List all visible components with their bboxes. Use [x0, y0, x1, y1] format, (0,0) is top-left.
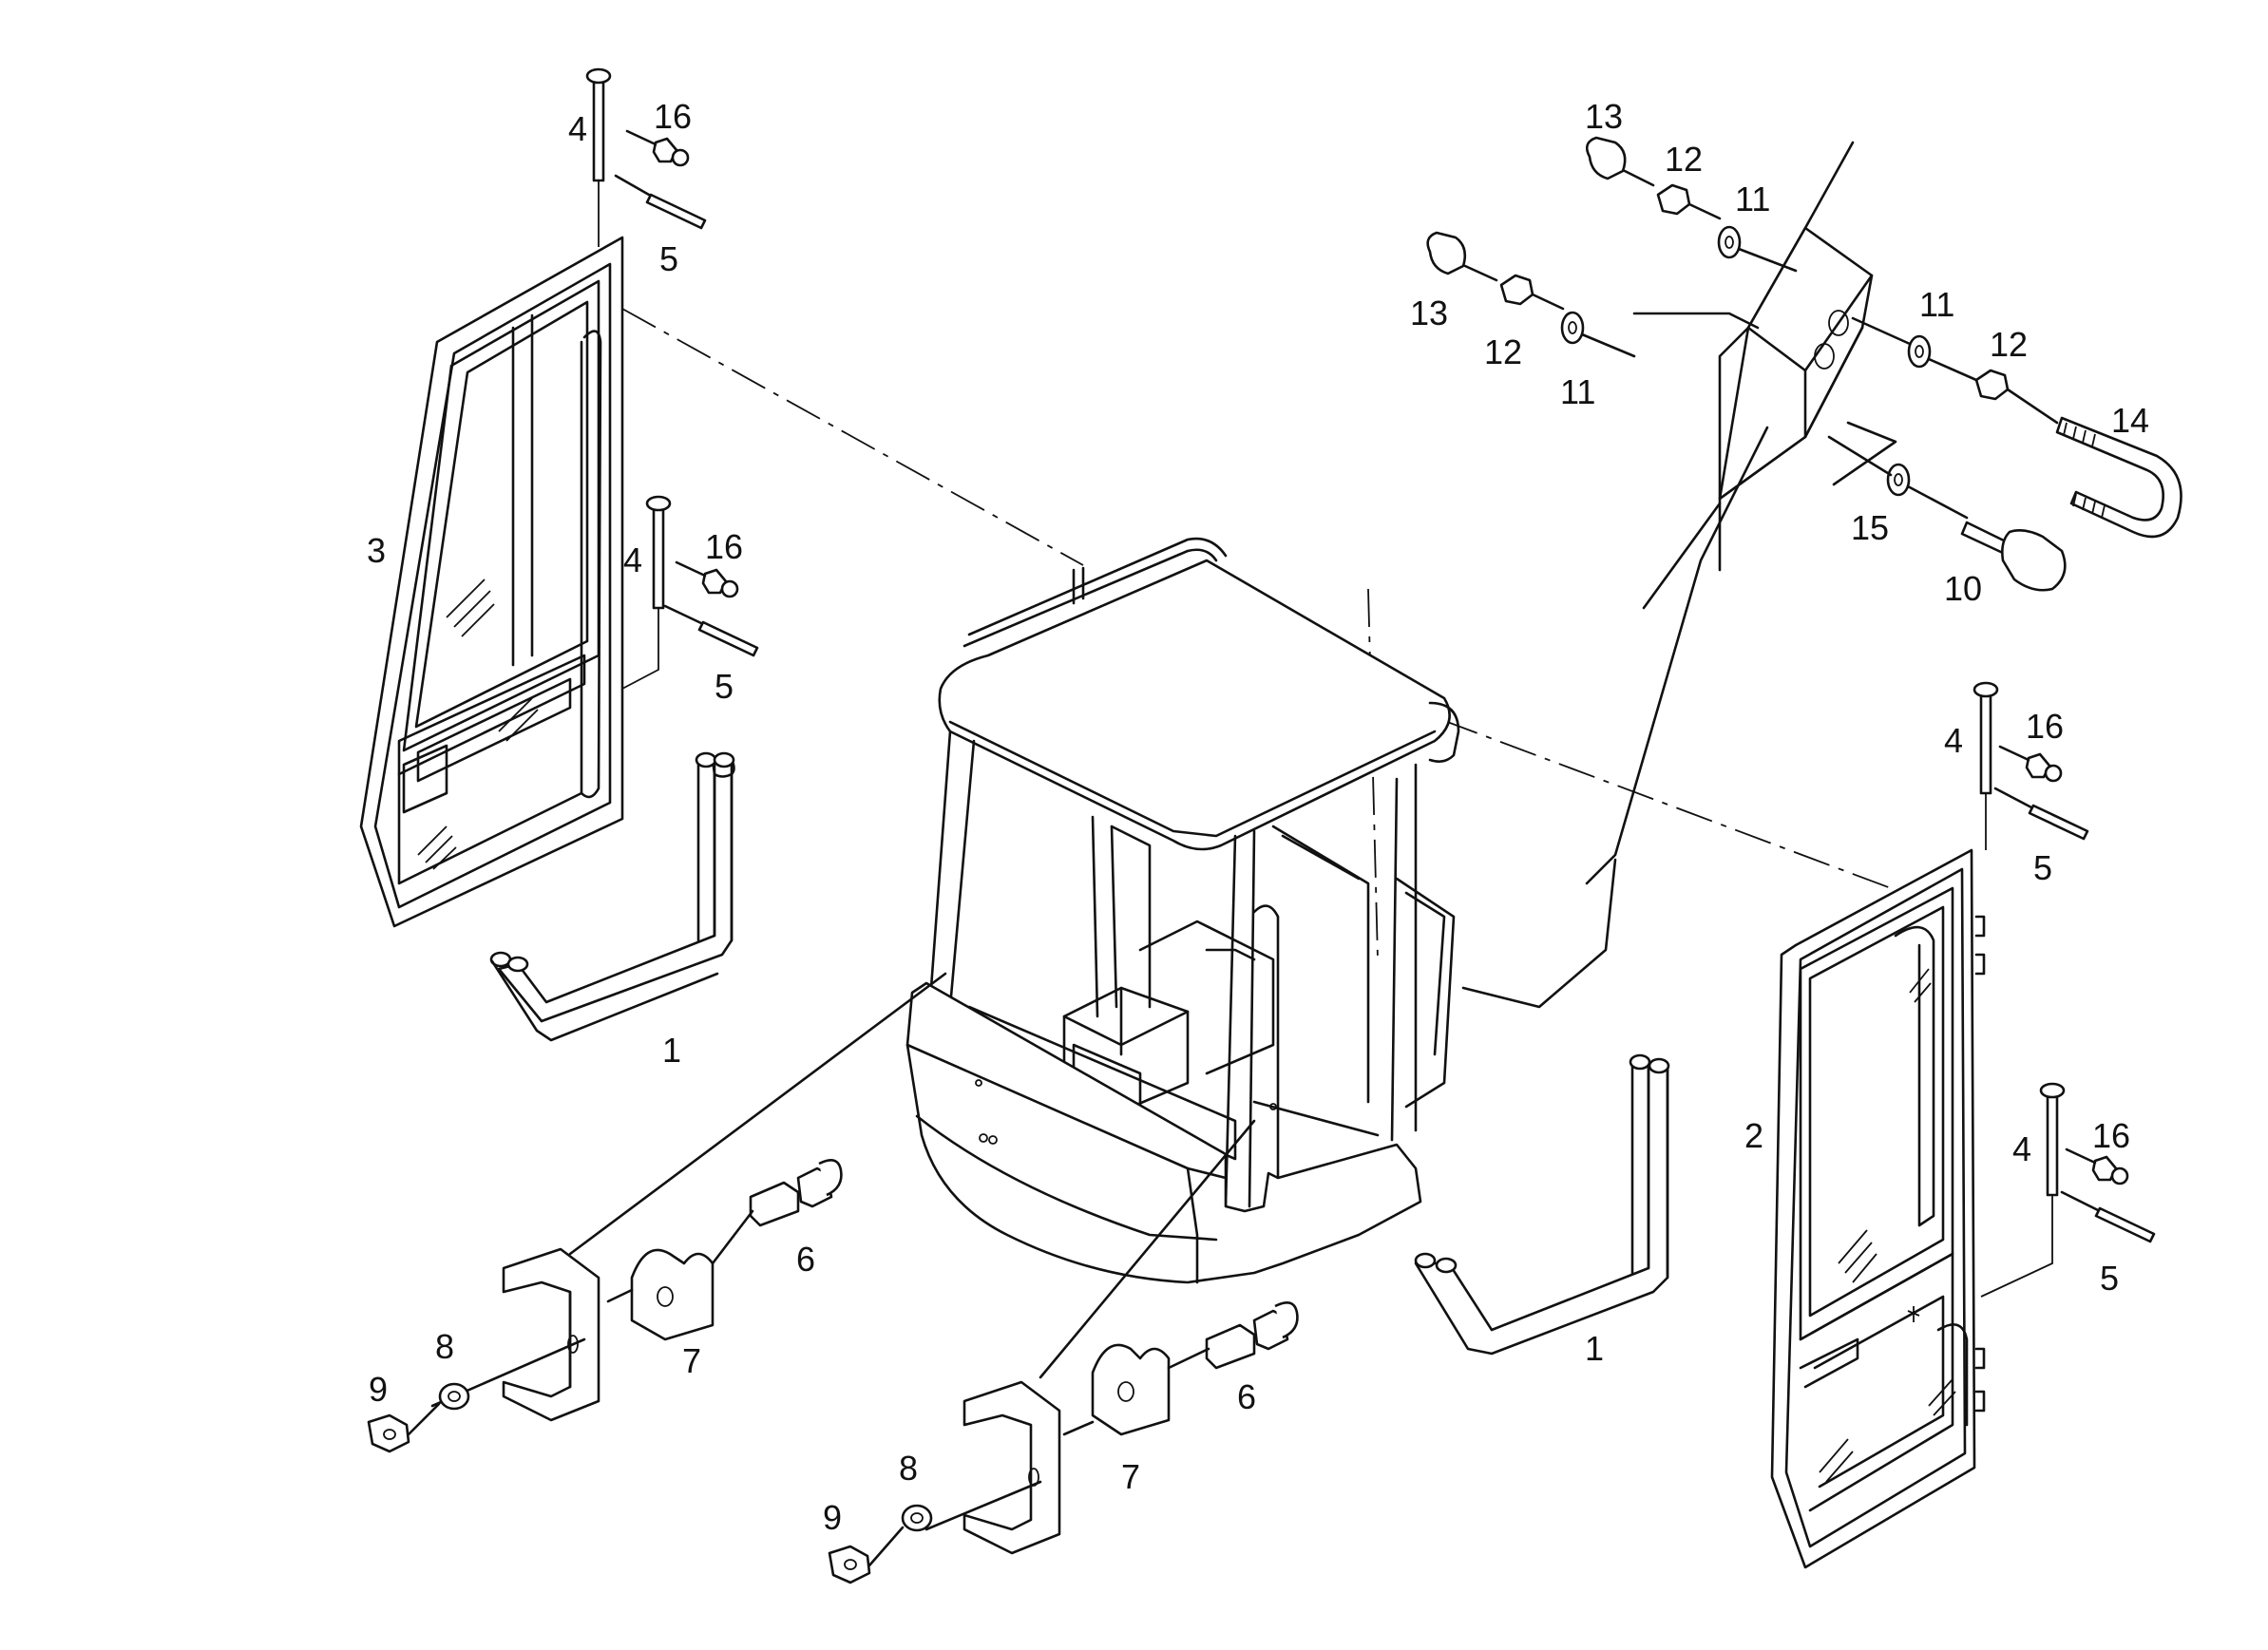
- callout-4: 4: [2012, 1129, 2031, 1168]
- step-handrail-left: [489, 751, 735, 1042]
- grease-nipple-16-bottom-right: [2065, 1147, 2129, 1185]
- pin-5-top-left: [614, 174, 707, 230]
- pin-4-mid-left: [645, 495, 672, 610]
- bolt-10: [1960, 521, 2067, 592]
- callout-11: 11: [1735, 180, 1770, 218]
- washer-11-mid: [1560, 311, 1636, 358]
- callout-8: 8: [899, 1449, 918, 1488]
- callout-9: 9: [369, 1370, 388, 1409]
- cab: [905, 537, 1460, 1284]
- centerline-left-door: [621, 308, 1084, 566]
- callout-12: 12: [1665, 140, 1703, 179]
- callout-4: 4: [568, 109, 587, 148]
- cap-nut-13-top: [1585, 136, 1655, 187]
- pin-4-bottom-right: [2039, 1082, 2066, 1197]
- callout-9: 9: [823, 1498, 842, 1537]
- callout-13: 13: [1585, 97, 1623, 136]
- grease-nipple-16-top-right: [1998, 745, 2063, 783]
- washer-11-right: [1851, 316, 1932, 369]
- leader-bottom-right: [1980, 1195, 2053, 1298]
- callout-5: 5: [2033, 848, 2052, 887]
- pin-4-top-left: [585, 67, 612, 182]
- hex-nut-12-top: [1656, 183, 1722, 220]
- pin-4-top-right: [1973, 681, 1999, 795]
- callout-5: 5: [2100, 1259, 2119, 1298]
- grease-nipple-16-mid-left: [675, 560, 739, 598]
- callout-16: 16: [2026, 707, 2064, 746]
- callout-2: 2: [1744, 1116, 1763, 1155]
- callout-1: 1: [662, 1031, 681, 1070]
- callout-6: 6: [796, 1240, 815, 1279]
- callout-13: 13: [1410, 294, 1448, 332]
- step-handrail-right: [1414, 1053, 1670, 1356]
- callout-11: 11: [1560, 372, 1595, 411]
- left-door: [359, 236, 624, 928]
- leader-mid-left: [621, 608, 659, 690]
- u-bolt-14: [2006, 388, 2182, 539]
- callout-8: 8: [435, 1327, 454, 1366]
- bracket-assembly: [1461, 141, 1897, 1009]
- callout-7: 7: [1121, 1457, 1140, 1496]
- callout-10: 10: [1944, 569, 1982, 608]
- centerline-vertical: [1367, 588, 1379, 960]
- hex-nut-12-mid: [1499, 274, 1565, 311]
- callout-16: 16: [654, 97, 692, 136]
- mount-center: [828, 1119, 1299, 1584]
- callout-1: 1: [1585, 1329, 1604, 1368]
- callout-7: 7: [682, 1341, 701, 1380]
- washer-11-top: [1717, 225, 1798, 273]
- washer-15: [1827, 435, 1969, 520]
- callout-5: 5: [659, 239, 678, 278]
- hex-nut-12-right: [1927, 357, 2010, 401]
- centerline-right-door: [1206, 631, 1892, 889]
- pin-5-top-right: [1993, 787, 2089, 841]
- callout-14: 14: [2111, 401, 2149, 440]
- callout-4: 4: [623, 541, 642, 579]
- callout-12: 12: [1990, 325, 2028, 364]
- pin-5-mid-left: [663, 604, 759, 657]
- grease-nipple-16-top-left: [625, 129, 690, 167]
- callout-11: 11: [1919, 285, 1954, 324]
- callout-15: 15: [1851, 508, 1889, 547]
- cap-nut-13-mid: [1426, 231, 1498, 282]
- right-door: [1770, 848, 1986, 1569]
- callout-4: 4: [1944, 721, 1963, 760]
- callout-16: 16: [2092, 1116, 2130, 1155]
- callout-3: 3: [367, 531, 386, 570]
- mount-left: [367, 972, 947, 1453]
- callout-16: 16: [705, 527, 743, 566]
- callout-5: 5: [715, 667, 734, 706]
- pin-5-bottom-right: [2060, 1190, 2156, 1243]
- callout-6: 6: [1237, 1377, 1256, 1416]
- callout-12: 12: [1484, 332, 1522, 371]
